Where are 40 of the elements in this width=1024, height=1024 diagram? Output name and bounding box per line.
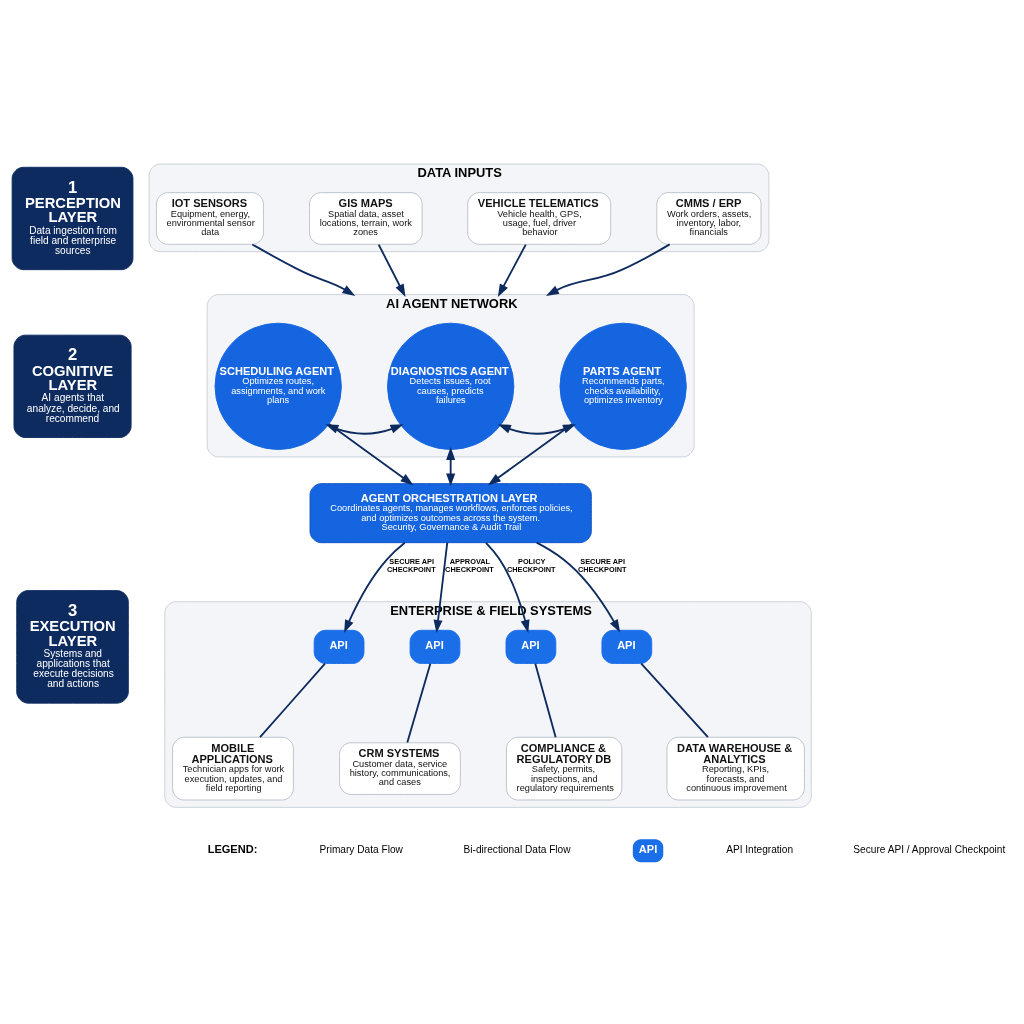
node-box: GIS MAPS Spatial data, asset locations, terrain, work zones: [309, 192, 423, 245]
edge-label: SECURE API CHECKPOINT: [577, 557, 627, 574]
node-box: API: [409, 629, 461, 664]
legend-label: Secure API / Approval Checkpoint: [853, 844, 1006, 856]
connector: [259, 662, 326, 739]
connector: [534, 662, 557, 739]
arrow: [251, 243, 356, 297]
arrow: [497, 243, 527, 298]
node-box: VEHICLE TELEMATICS Vehicle health, GPS, usage, fuel, driver behavior: [467, 192, 612, 245]
node-box: DATA WAREHOUSE & ANALYTICS Reporting, KPIs, forecasts, and continuous improvement: [666, 736, 805, 801]
label: LEGEND:: [207, 842, 258, 855]
connector: [640, 662, 709, 739]
edge-label: SECURE API CHECKPOINT: [387, 557, 436, 574]
node-box: AGENT ORCHESTRATION LAYER Coordinates agents, manages workflows, enforces policies, and optimizes outcomes across the system. Security, Governance & Audit Trail: [309, 483, 592, 544]
node-box: API: [505, 629, 557, 664]
legend-label: Bi-directional Data Flow: [463, 844, 571, 856]
arrow: [485, 541, 530, 633]
node-box: MOBILE APPLICATIONS Technician apps for work execution, updates, and field reporting: [172, 736, 294, 801]
node-box: API: [313, 629, 365, 664]
arrow: [328, 423, 414, 486]
label: API: [638, 843, 658, 856]
arrow: [344, 541, 406, 633]
node-box: CRM SYSTEMS Customer data, service history, communications, and cases: [339, 742, 461, 795]
arrow: [546, 243, 671, 296]
node-box: 3 EXECUTION LAYER Systems and applications that execute decisions and actions: [16, 590, 129, 704]
node-box: IOT SENSORS Equipment, energy, environmental sensor data: [156, 192, 264, 245]
legend-label: Primary Data Flow: [319, 844, 403, 856]
arrow: [535, 541, 621, 633]
node-box: 2 COGNITIVE LAYER AI agents that analyze, decide, and recommend: [13, 334, 132, 438]
node-box: API: [601, 629, 653, 664]
edge-label: APPROVAL CHECKPOINT: [445, 557, 494, 574]
node-box: COMPLIANCE & REGULATORY DB Safety, permits, inspections, and regulatory requirements: [506, 736, 623, 801]
legend-label: API Integration: [726, 844, 794, 856]
arrow: [446, 446, 456, 487]
node-box: CMMS / ERP Work orders, assets, inventory, labor, financials: [656, 192, 762, 245]
node-box: 1 PERCEPTION LAYER Data ingestion from field and enterprise sources: [11, 166, 134, 271]
arrow: [377, 243, 406, 298]
edge-label: POLICY CHECKPOINT: [506, 557, 556, 574]
arrow: [433, 541, 449, 633]
connector: [406, 662, 432, 744]
